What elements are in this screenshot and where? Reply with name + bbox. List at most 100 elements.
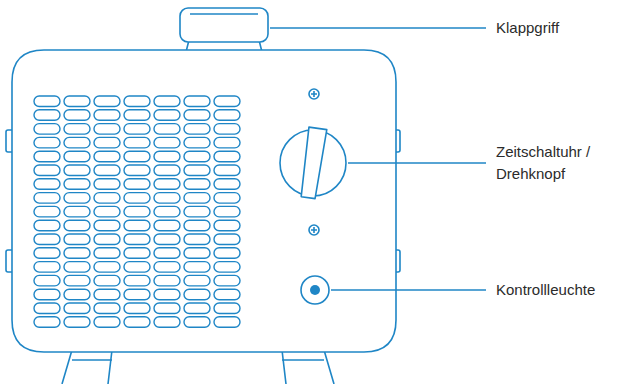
grille-slot [64,220,90,231]
grille-slot [34,124,60,135]
grille-slot [184,193,210,204]
grille-slot [154,165,180,176]
grille-slot [184,248,210,258]
grille-slot [214,262,240,273]
grille-slot [64,303,90,314]
grille-slot [64,124,90,135]
grille-slot [154,137,180,148]
grille-slot [94,165,120,176]
grille-slot [34,275,60,286]
grille-slot [64,96,90,107]
grille-slot [214,193,240,204]
grille-slot [94,220,120,231]
grille-slot [94,275,120,286]
grille-slot [64,110,90,121]
grille-slot [214,275,240,286]
grille-slot [94,206,120,217]
grille-slot [214,165,240,176]
grille-slot [124,289,150,300]
grille-slot [124,151,150,162]
grille-slot [124,96,150,107]
grille-slot [124,179,150,190]
grille-slot [64,179,90,190]
grille-slot [34,151,60,162]
grille-slot [154,289,180,300]
grille-slot [184,275,210,286]
folding-handle [180,8,268,42]
right-foot [282,350,334,384]
leader-line [270,27,486,29]
grille-slot [94,96,120,107]
grille-slot [124,220,150,231]
grille-slot [184,234,210,245]
grille-slot [64,275,90,286]
grille-slot [34,289,60,300]
grille-slot [64,248,90,258]
grille-slot [34,262,60,273]
grille-slot [214,151,240,162]
grille-slot [214,137,240,148]
left-foot [62,350,112,384]
grille-slot [124,137,150,148]
grille-slot [214,124,240,135]
grille-slot [184,124,210,135]
grille-slot [94,234,120,245]
part-label: Klappgriff [496,17,559,39]
grille-slot [184,151,210,162]
grille-slot [154,234,180,245]
grille-slot [214,289,240,300]
grille-slot [64,234,90,245]
grille-slot [124,124,150,135]
grille-slot [124,317,150,328]
grille-slot [94,137,120,148]
leader-line [348,162,486,164]
grille-slot [214,317,240,328]
grille-slot [124,193,150,204]
screw-slot [311,91,317,97]
grille-slot [94,317,120,328]
grille-slot [34,179,60,190]
grille-slot [94,151,120,162]
grille-slot [94,303,120,314]
indicator-light [301,276,329,304]
grille-slot [154,110,180,121]
grille-slot [34,317,60,328]
grille-slot [34,165,60,176]
grille-slot [124,206,150,217]
grille-slot [124,165,150,176]
leader-line [331,289,486,291]
heater-housing [12,50,396,352]
part-label: Zeitschaltuhr / Drehknopf [496,141,620,185]
grille-slot [94,124,120,135]
grille-slot [34,110,60,121]
knob-grip [299,127,327,199]
grille-slot [94,289,120,300]
grille-slot [184,165,210,176]
grille-slot [34,206,60,217]
part-label: Kontrollleuchte [496,279,595,301]
grille-slot [154,193,180,204]
grille-slot [214,96,240,107]
grille-slot [154,248,180,258]
grille-slot [184,262,210,273]
grille-slot [34,248,60,258]
screw [309,89,319,99]
grille-slot [154,303,180,314]
grille-slot [154,317,180,328]
grille-slot [124,234,150,245]
grille-slot [154,220,180,231]
grille-slot [214,234,240,245]
grille-slot [154,96,180,107]
grille-slot [184,317,210,328]
grille-slot [184,179,210,190]
grille-slot [64,262,90,273]
grille-slot [154,275,180,286]
grille-slot [34,137,60,148]
grille-slot [94,193,120,204]
grille-slot [94,248,120,258]
grille-slot [94,262,120,273]
grille-slot [214,220,240,231]
grille-slot [124,110,150,121]
screw [309,225,319,235]
